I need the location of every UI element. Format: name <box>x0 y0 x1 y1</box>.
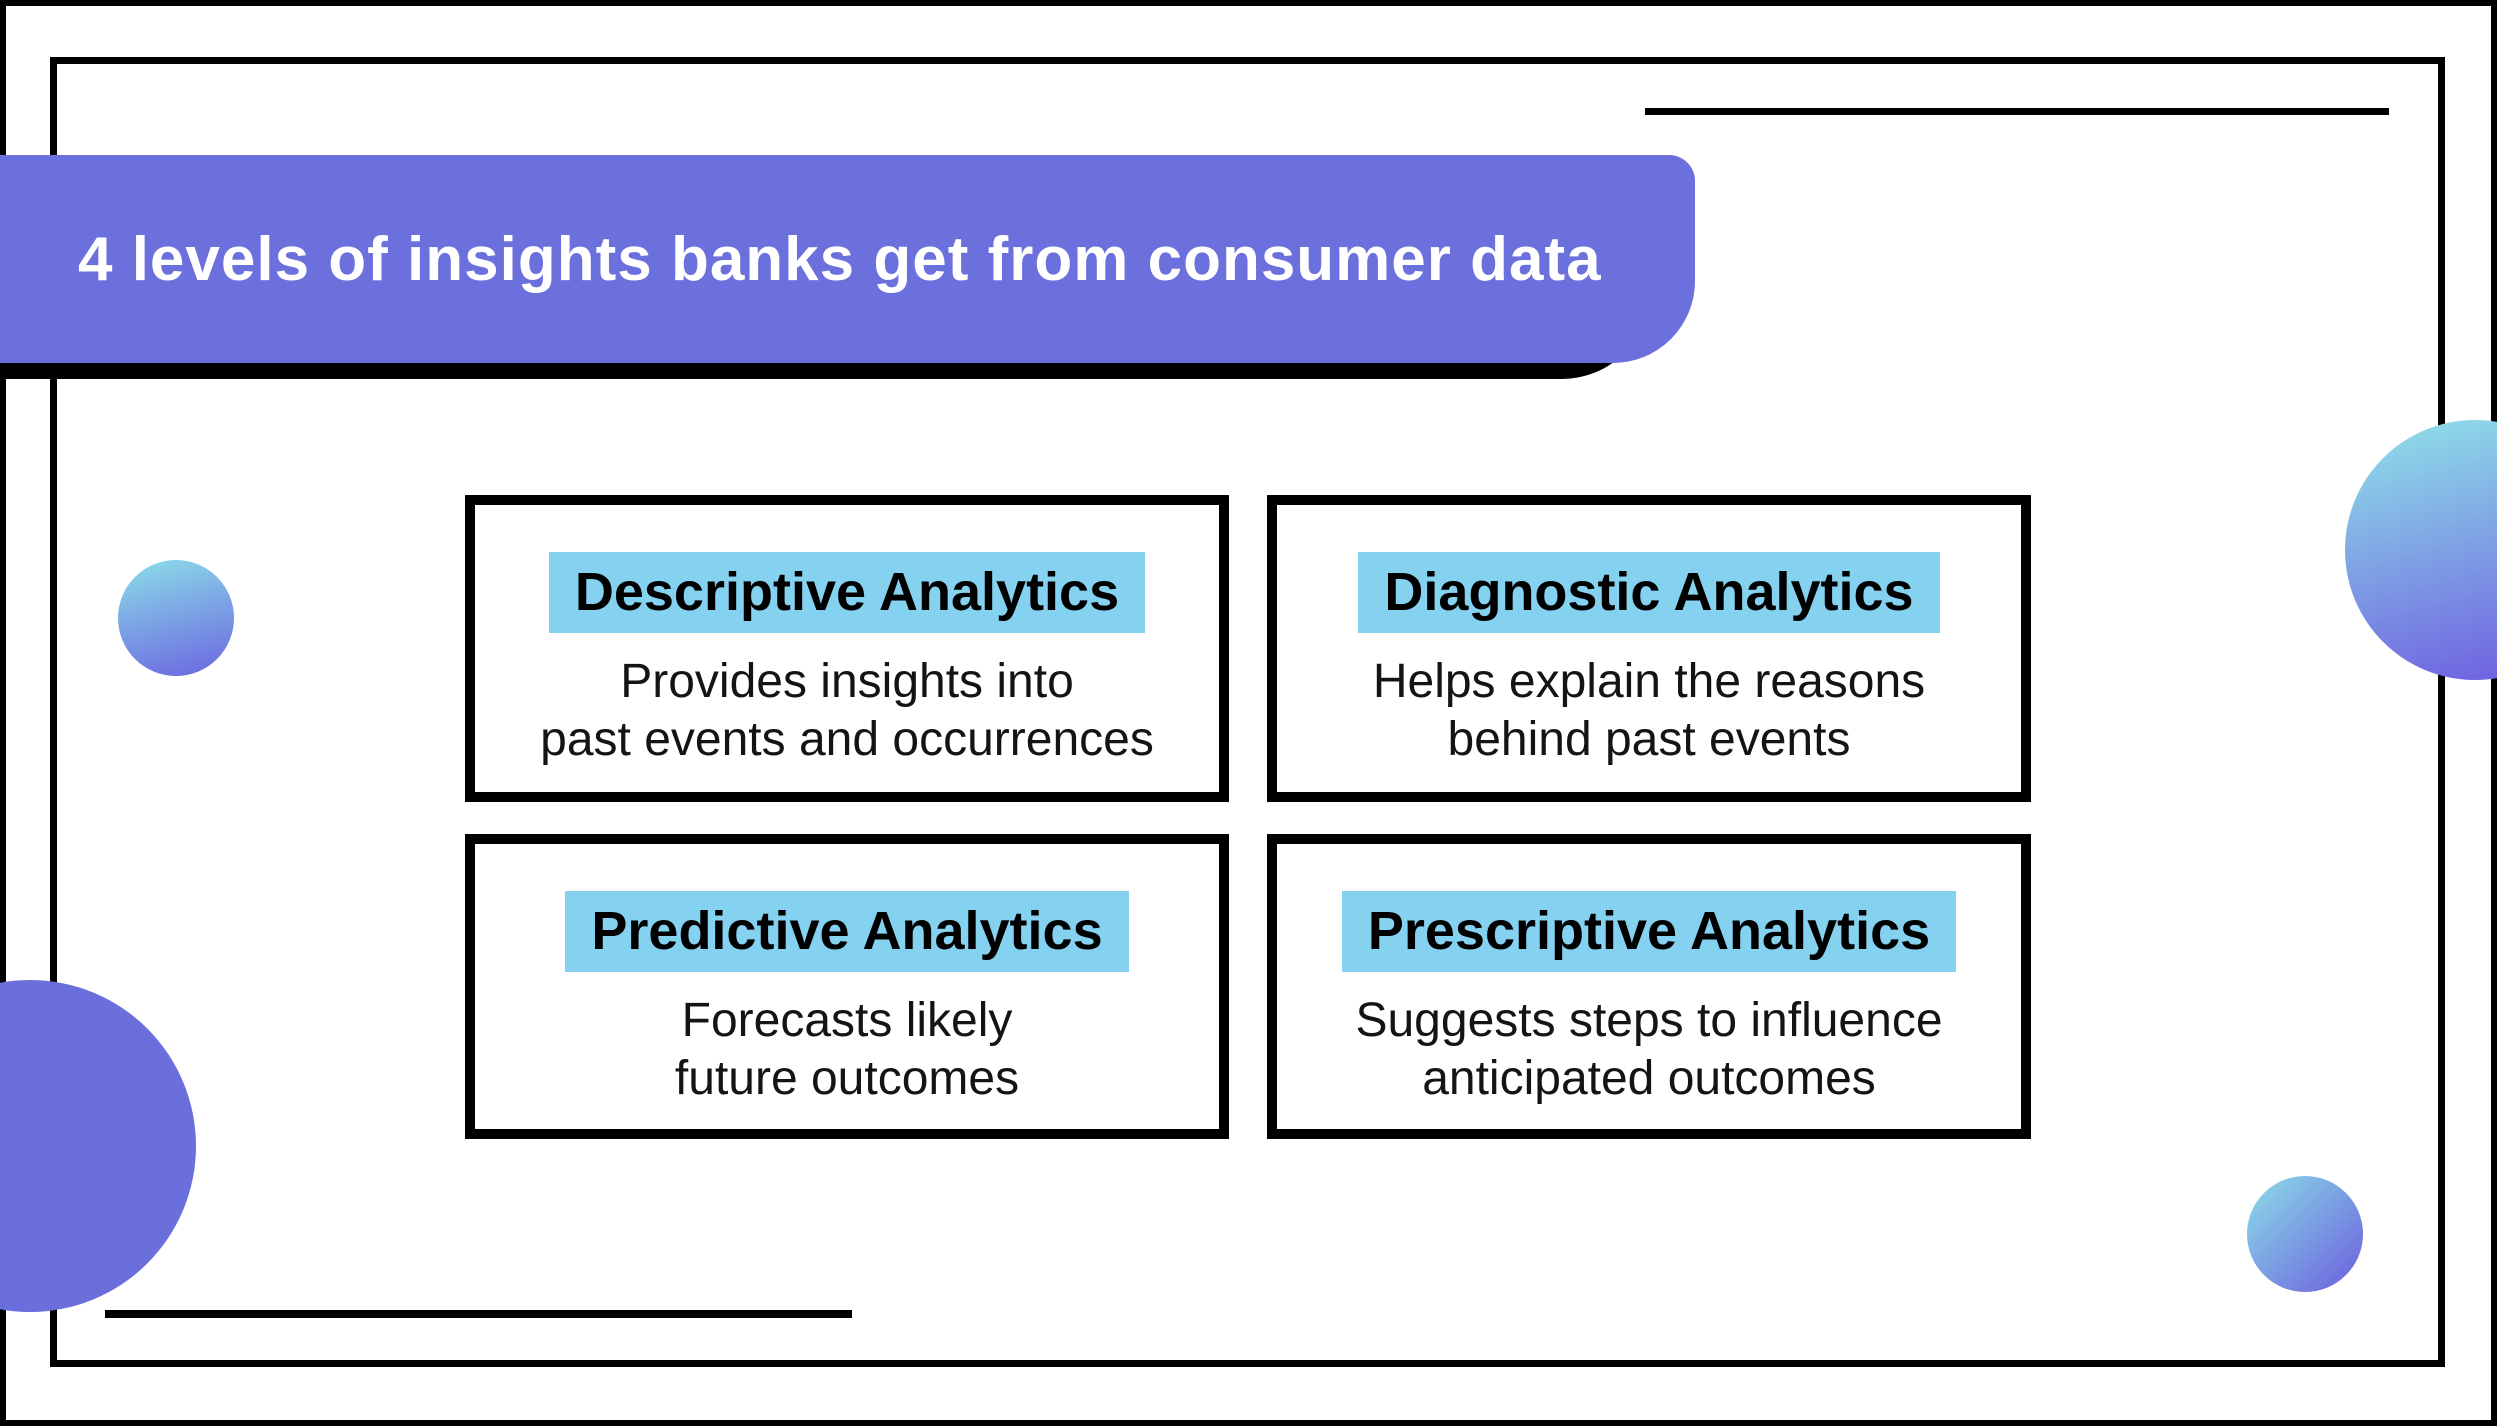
bottom-right-gradient-circle <box>2247 1176 2363 1292</box>
card-predictive-analytics: Predictive Analytics Forecasts likely fu… <box>465 834 1229 1139</box>
left-gradient-circle <box>118 560 234 676</box>
card-description: Suggests steps to influence anticipated … <box>1355 993 1943 1106</box>
title-banner: 4 levels of insights banks get from cons… <box>0 155 1695 363</box>
card-description: Forecasts likely future outcomes <box>674 993 1020 1106</box>
inner-frame <box>50 57 2445 1367</box>
bottom-left-rule <box>105 1310 852 1318</box>
card-description: Provides insights into past events and o… <box>540 654 1154 767</box>
top-right-rule <box>1645 108 2389 115</box>
card-heading: Descriptive Analytics <box>548 552 1146 633</box>
analytics-cards-grid: Descriptive Analytics Provides insights … <box>465 495 2031 1139</box>
card-description: Helps explain the reasons behind past ev… <box>1372 654 1926 767</box>
card-descriptive-analytics: Descriptive Analytics Provides insights … <box>465 495 1229 802</box>
card-heading: Predictive Analytics <box>565 891 1129 972</box>
card-heading: Diagnostic Analytics <box>1358 552 1940 633</box>
page-title: 4 levels of insights banks get from cons… <box>78 224 1602 294</box>
card-prescriptive-analytics: Prescriptive Analytics Suggests steps to… <box>1267 834 2031 1139</box>
card-heading: Prescriptive Analytics <box>1341 891 1957 972</box>
card-diagnostic-analytics: Diagnostic Analytics Helps explain the r… <box>1267 495 2031 802</box>
